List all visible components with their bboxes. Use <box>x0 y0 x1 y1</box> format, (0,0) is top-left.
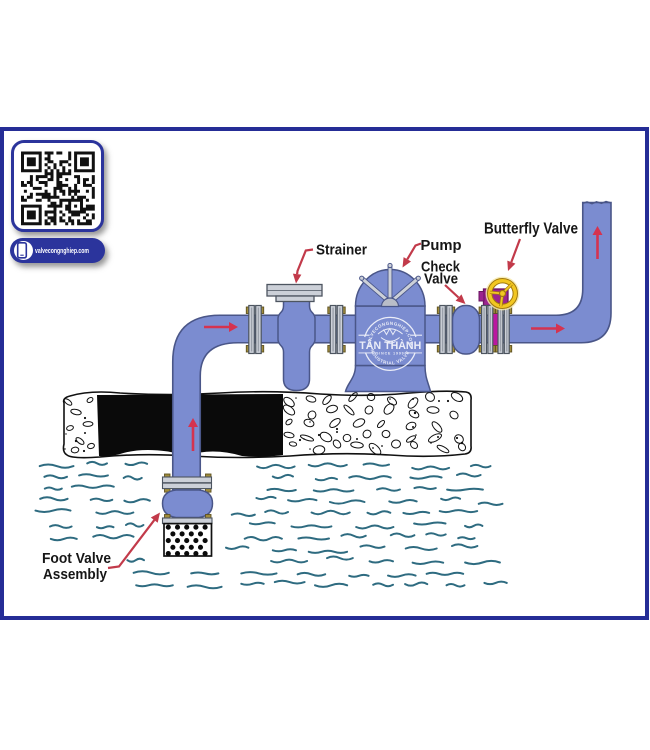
svg-text:valvecongnghiep.com: valvecongnghiep.com <box>35 246 89 255</box>
svg-text:SINCE 1999: SINCE 1999 <box>376 351 404 355</box>
svg-text:Valve: Valve <box>424 271 458 288</box>
svg-text:Foot Valve: Foot Valve <box>42 550 111 567</box>
svg-text:Assembly: Assembly <box>43 566 108 583</box>
svg-text:TÂN THÀNH: TÂN THÀNH <box>359 339 421 352</box>
svg-text:Butterfly Valve: Butterfly Valve <box>484 221 578 238</box>
svg-text:Check: Check <box>421 259 461 276</box>
svg-text:Strainer: Strainer <box>316 242 367 259</box>
svg-text:Pump: Pump <box>421 237 462 254</box>
svg-text:INDUSTRIAL VALVES: INDUSTRIAL VALVES <box>0 0 410 366</box>
